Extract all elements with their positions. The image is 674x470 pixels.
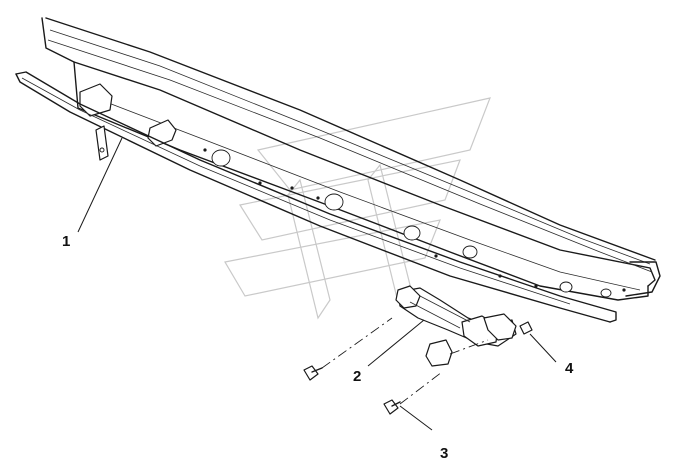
support-bracket: [395, 285, 517, 367]
lower-strip: [15, 71, 617, 323]
callout-1: 1: [62, 233, 70, 250]
bolt-3: [383, 399, 401, 415]
callout-4: 4: [565, 360, 574, 377]
assembly-centerlines: [321, 317, 489, 405]
callout-3: 3: [440, 445, 448, 462]
cross-beam-assembly: [41, 17, 661, 301]
bolt-4: [519, 321, 533, 335]
bolt-left: [303, 365, 323, 381]
watermark-logo: [224, 97, 491, 320]
callout-2: 2: [353, 368, 361, 385]
leader-lines: [77, 137, 557, 431]
